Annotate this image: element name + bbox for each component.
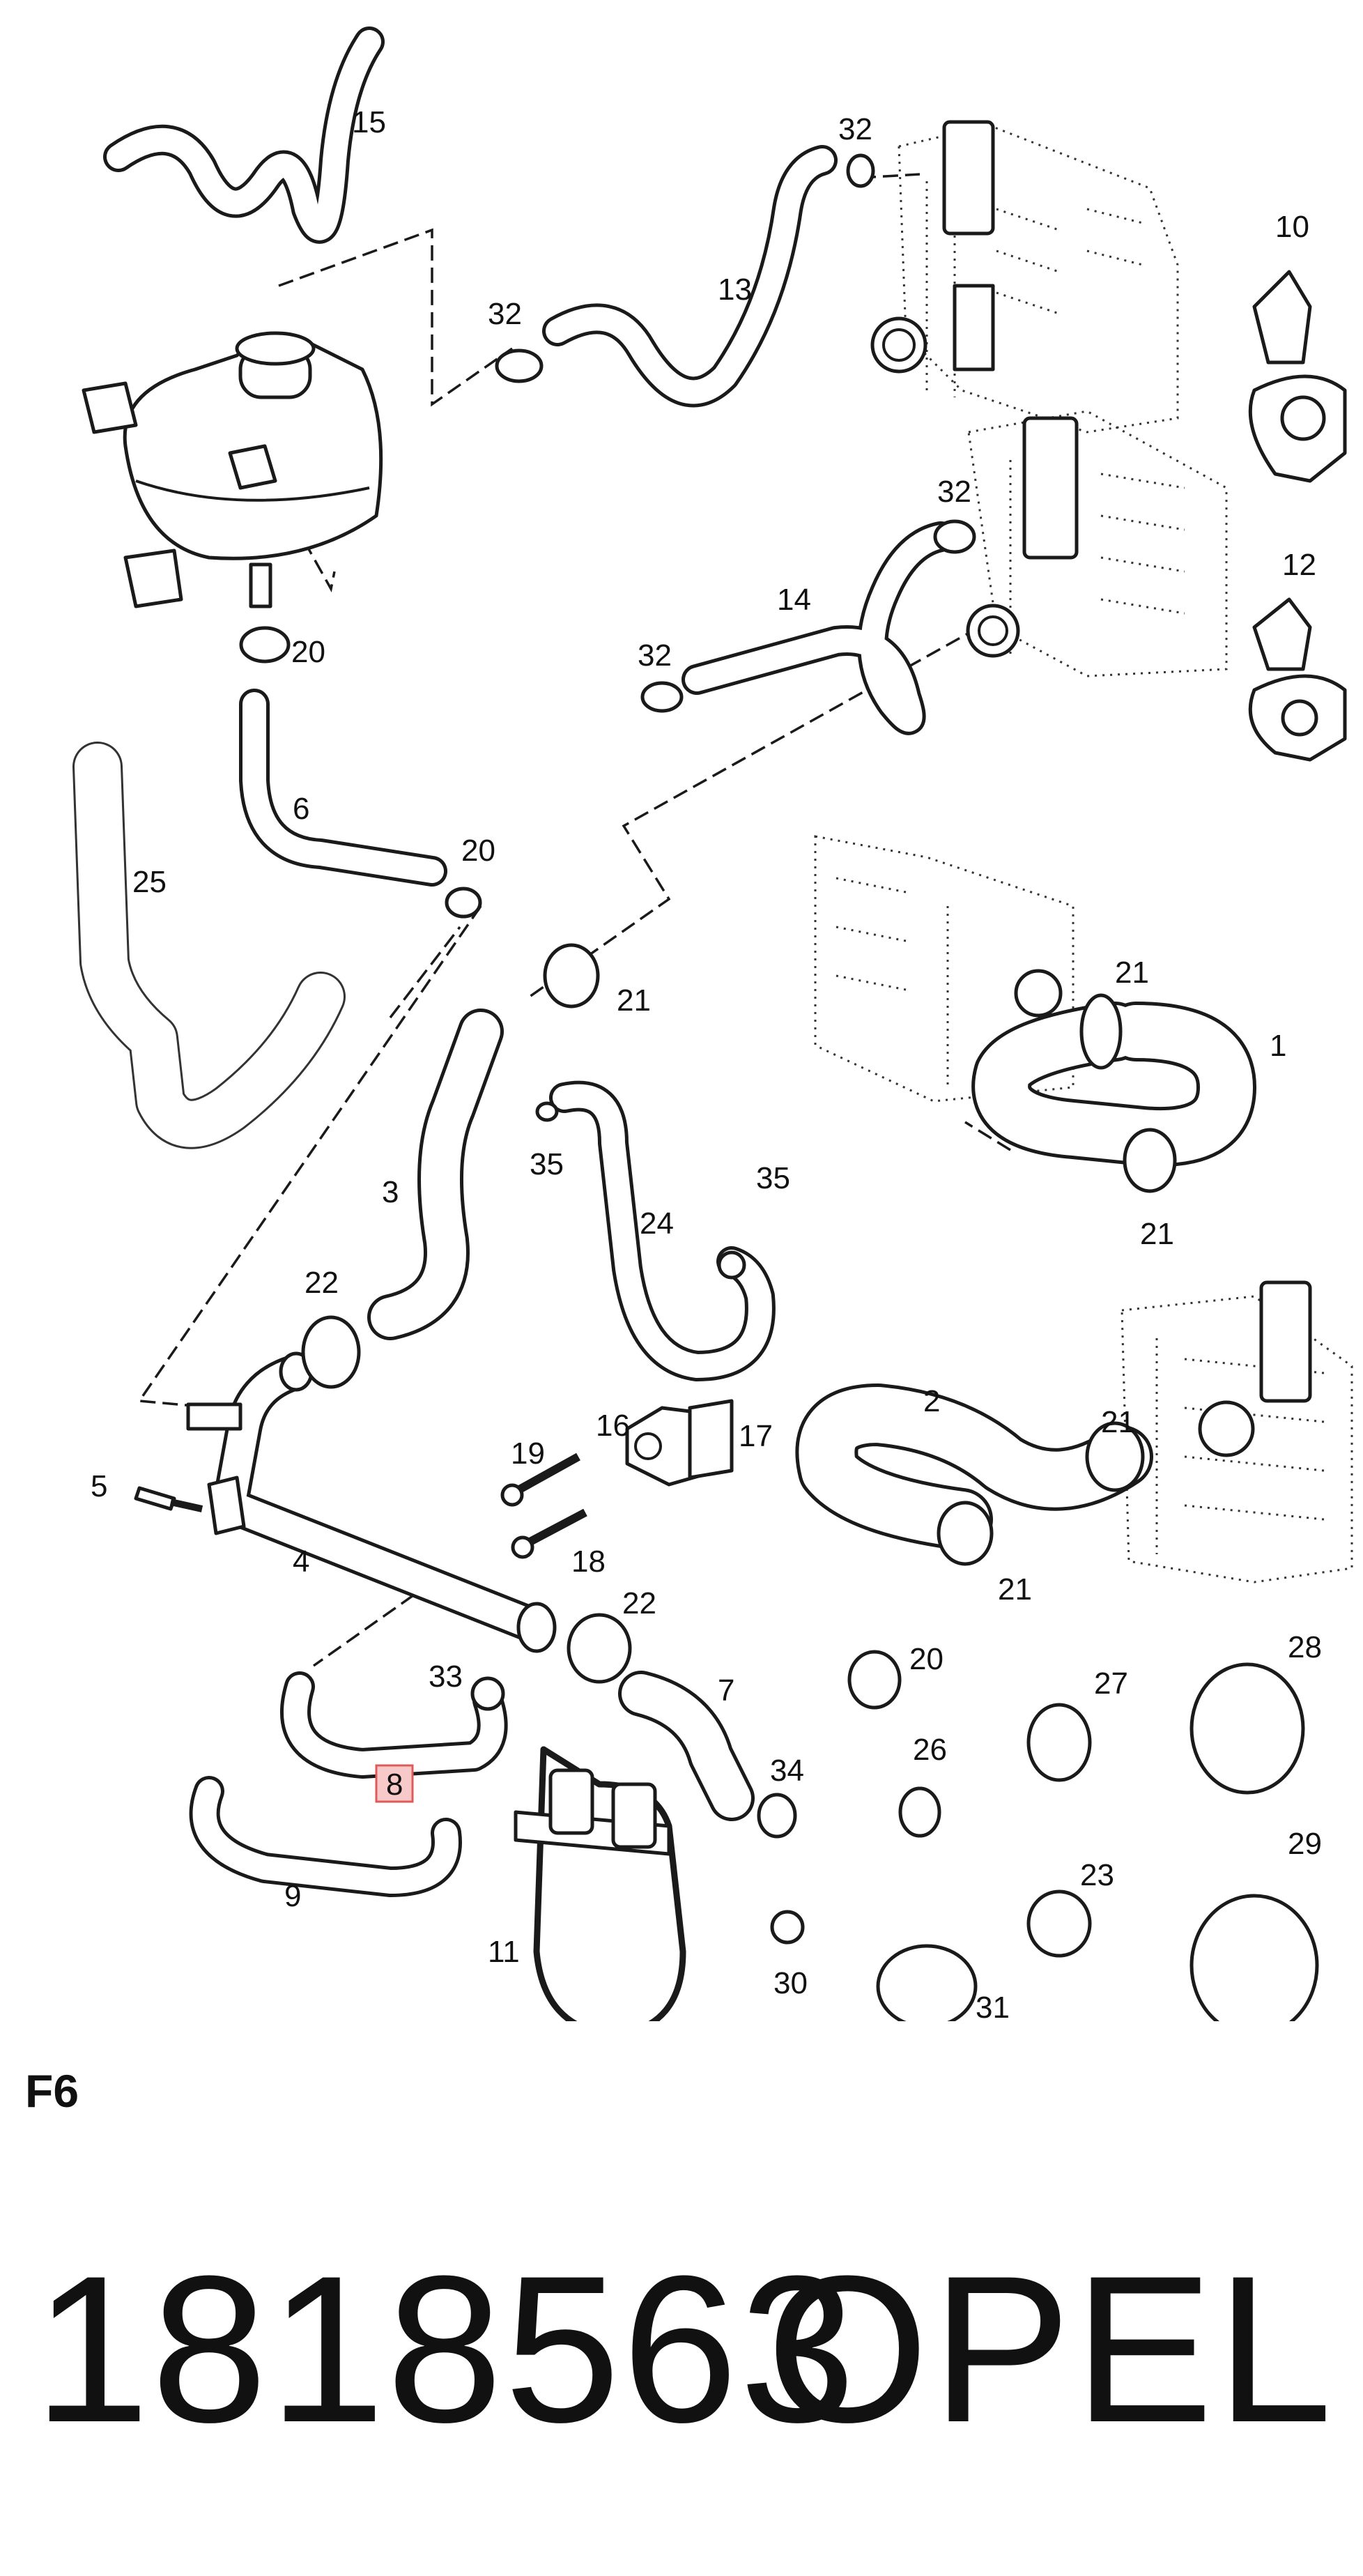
hose-33 [280,1671,508,1779]
callout-10: 10 [1275,210,1309,244]
callout-26: 26 [913,1733,947,1767]
callout-20a: 20 [291,635,325,669]
callout-35a: 35 [530,1147,564,1181]
callout-22a: 22 [305,1266,339,1300]
callout-4: 4 [293,1544,309,1579]
callout-21e: 21 [998,1572,1032,1607]
callout-9: 9 [284,1879,301,1913]
callout-21b: 21 [1115,956,1149,990]
hose-15 [103,26,385,244]
callout-16: 16 [596,1409,630,1443]
callout-15: 15 [352,105,386,139]
callout-28: 28 [1288,1630,1322,1664]
callout-12: 12 [1282,548,1316,582]
callout-21a: 21 [617,983,651,1018]
callout-32b: 32 [488,297,522,331]
callout-2: 2 [923,1384,940,1418]
callout-32a: 32 [838,112,872,146]
pipe-4 [186,1351,557,1653]
hose-6 [239,689,447,887]
callout-14: 14 [777,583,811,617]
callout-21c: 21 [1140,1217,1174,1251]
callout-19: 19 [511,1436,545,1471]
callout-24: 24 [640,1206,674,1241]
callout-13: 13 [718,273,752,307]
bolts [134,1452,587,1559]
hose-7 [618,1671,755,1821]
exploded-parts-diagram: 1 2 3 4 5 6 7 8 9 10 11 12 13 14 15 16 1… [72,26,1353,2021]
hose-2 [795,1383,1153,1551]
engine-block-middle [966,410,1228,677]
engine-block-bottom [1121,1280,1353,1584]
hose-3 [367,1009,504,1340]
callout-5: 5 [91,1469,107,1503]
hose-13 [542,145,838,408]
hose-14 [682,521,956,735]
clip-12 [1248,597,1347,762]
strap-bracket-11 [514,1746,686,2021]
callout-labels: 1 2 3 4 5 6 7 8 9 10 11 12 13 14 15 16 1… [91,105,1322,2021]
callout-18: 18 [571,1544,606,1579]
brand-name: OPEL [766,2232,1335,2466]
engine-block-right [814,835,1075,1103]
callout-8: 8 [386,1768,403,1802]
thermostat-housing-16-17 [625,1399,734,1487]
callout-33: 33 [429,1659,463,1694]
callout-11: 11 [488,1935,520,1969]
clip-10 [1248,270,1347,483]
callout-34: 34 [770,1754,804,1788]
hose-24 [549,1080,776,1381]
callout-30: 30 [773,1966,808,2000]
part-number: 1818563 [33,2232,857,2466]
callout-22b: 22 [622,1586,656,1620]
hose-clamps [239,153,1319,2021]
callout-20c: 20 [909,1642,944,1676]
callout-25: 25 [132,865,167,899]
callout-6: 6 [293,792,309,826]
callout-27: 27 [1094,1666,1128,1701]
callout-8-highlight [375,1764,414,1803]
callout-23: 23 [1080,1858,1114,1892]
hose-25 [72,742,346,1149]
callout-29: 29 [1288,1827,1322,1861]
callout-35b: 35 [756,1161,790,1195]
callout-20b: 20 [461,834,495,868]
callout-3: 3 [382,1175,399,1209]
hose-9 [189,1776,462,1897]
hose-1 [971,1002,1256,1167]
callout-7: 7 [718,1673,734,1708]
callout-17: 17 [739,1419,773,1453]
callout-32c: 32 [937,475,971,509]
sheet-code: F6 [25,2065,79,2117]
callout-32d: 32 [638,638,672,673]
callout-21d: 21 [1101,1405,1135,1439]
callout-31: 31 [976,1991,1010,2021]
engine-block-top [870,120,1179,434]
callout-1: 1 [1270,1029,1286,1063]
expansion-tank [82,331,383,608]
